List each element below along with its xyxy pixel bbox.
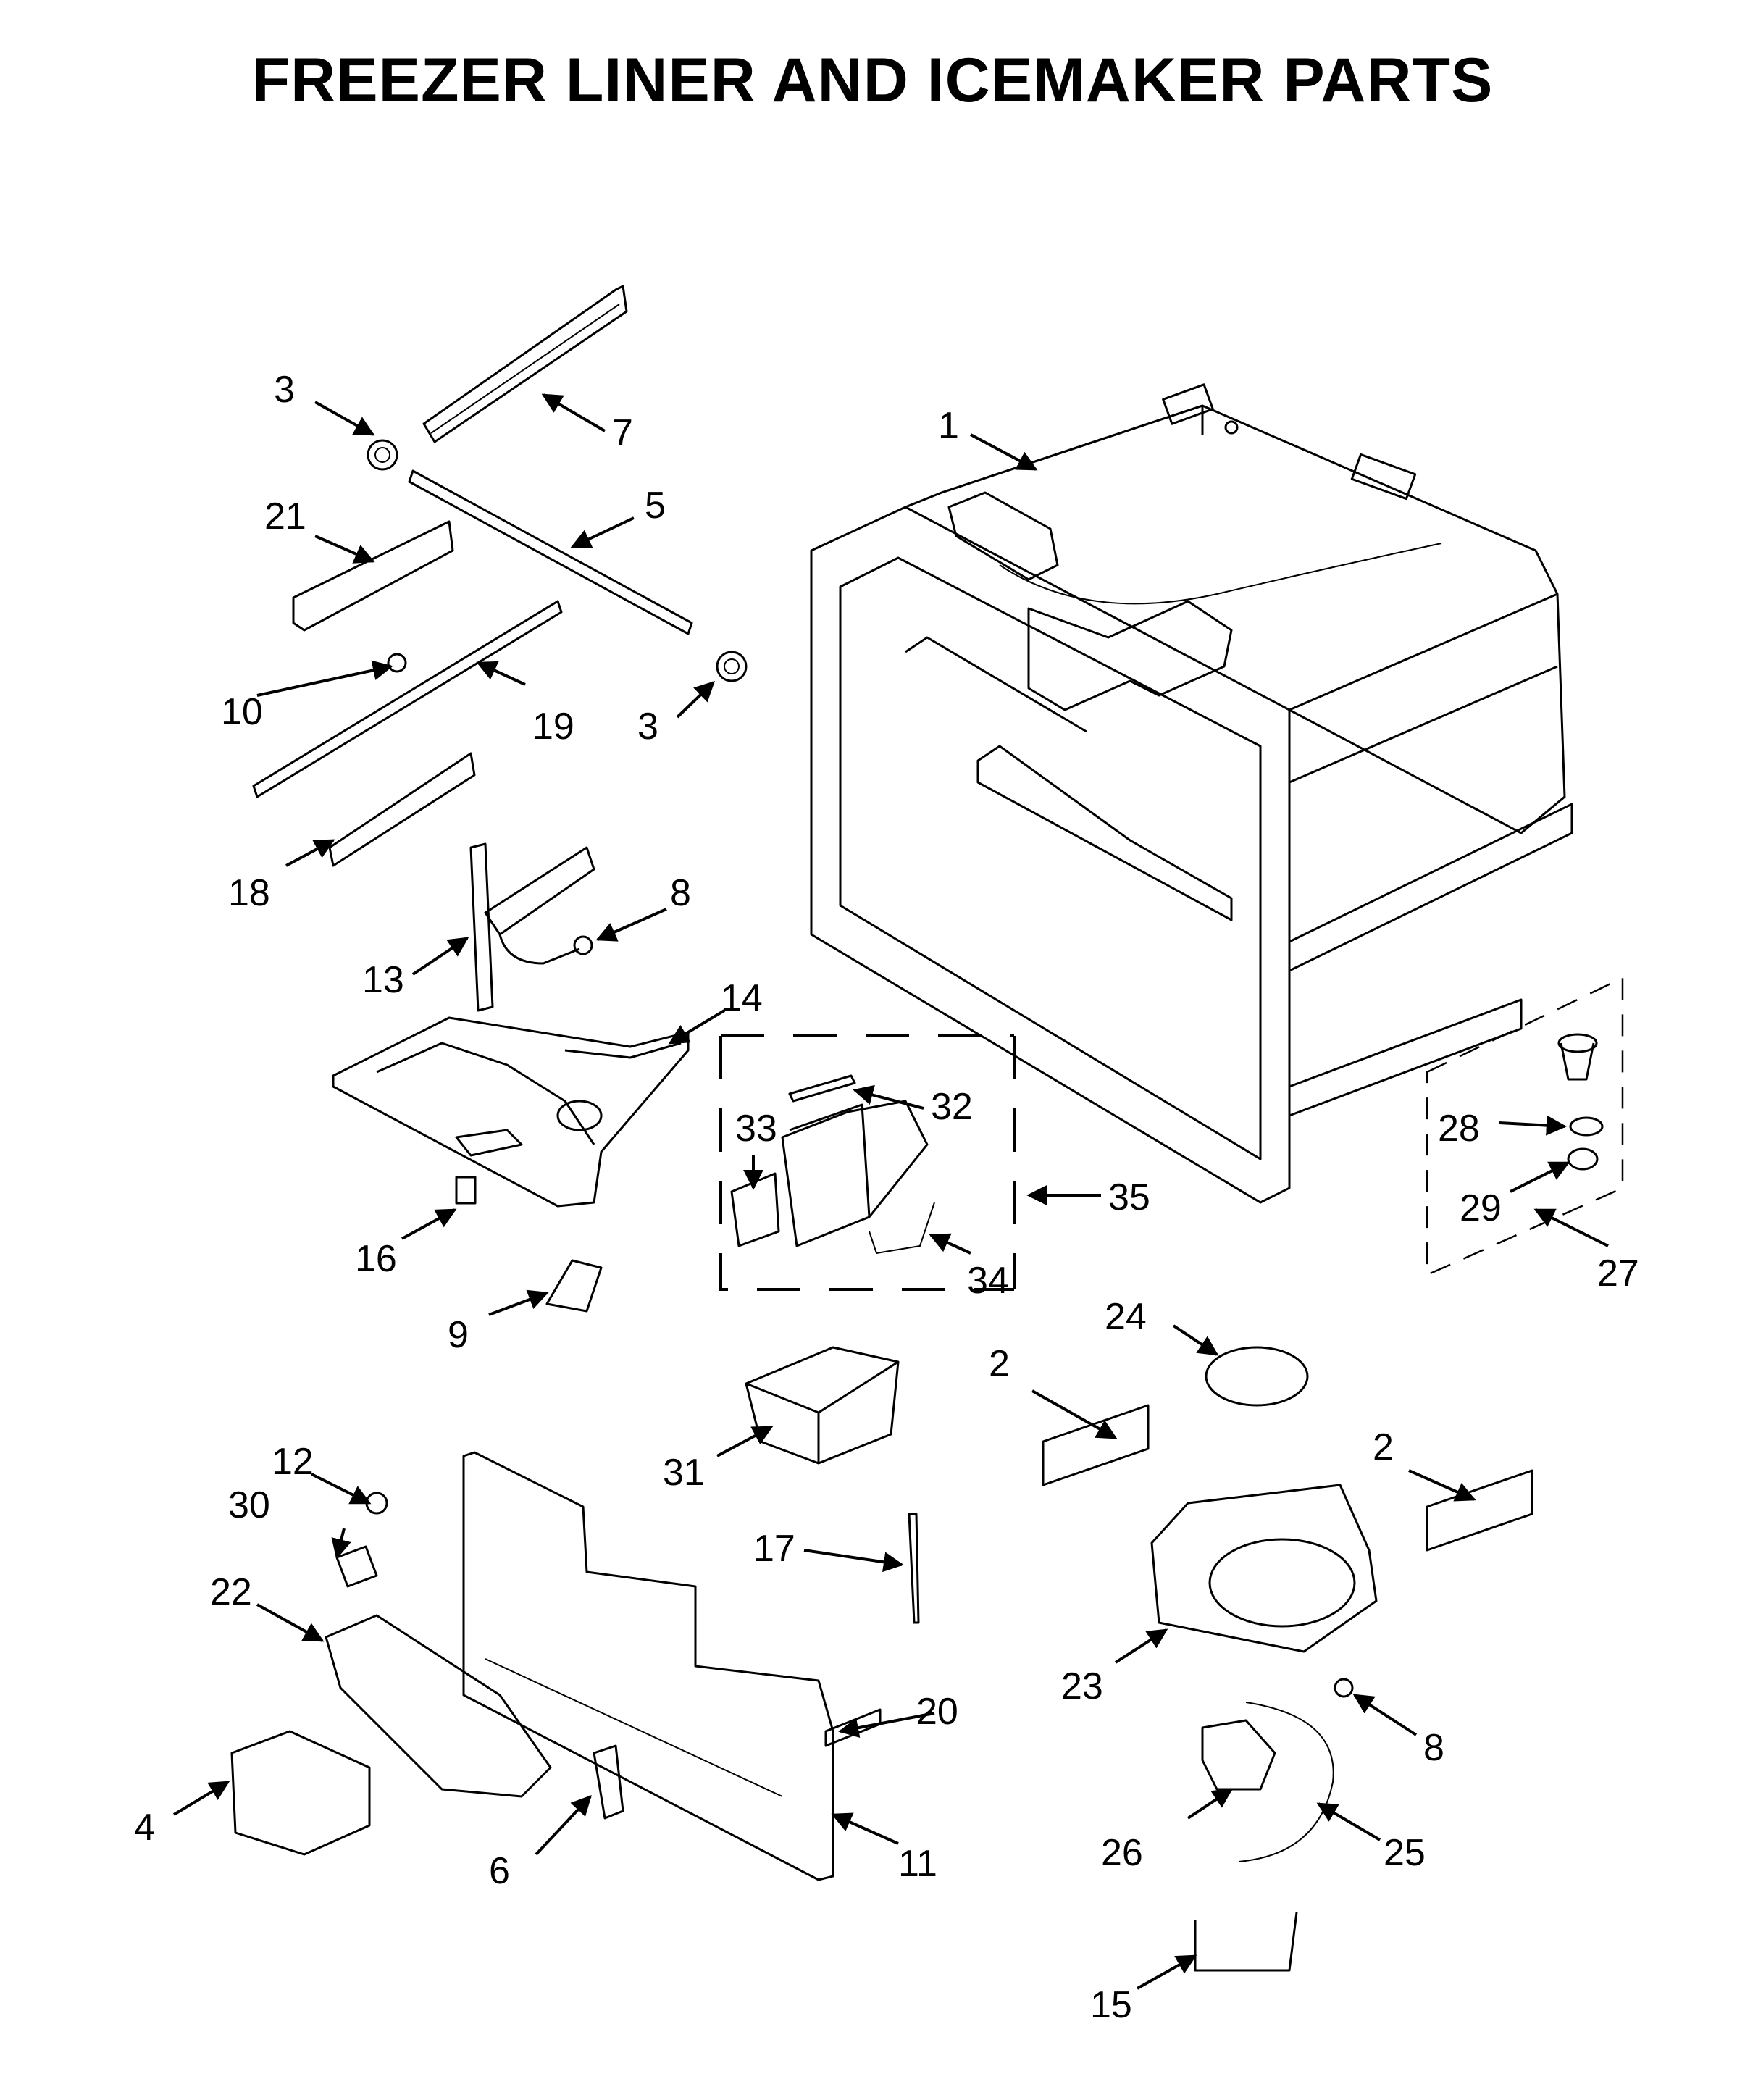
label-part-22: 22 (210, 1571, 252, 1613)
label-part-33: 33 (735, 1108, 777, 1150)
fan-parts (1042, 1346, 1533, 1972)
label-part-21: 21 (264, 495, 306, 537)
label-part-6: 6 (489, 1850, 510, 1892)
lower-parts (230, 1451, 920, 1881)
label-part-2b: 2 (1373, 1426, 1394, 1468)
label-part-8a: 8 (670, 872, 691, 914)
label-part-11: 11 (898, 1843, 937, 1885)
label-part-32: 32 (931, 1086, 973, 1128)
label-part-29: 29 (1460, 1187, 1502, 1229)
callout-labels: 1 2 2 3 3 4 5 6 7 8 8 9 10 11 12 13 14 1… (134, 369, 1639, 2026)
label-part-14: 14 (721, 977, 763, 1019)
leader-arrows (172, 393, 1609, 1990)
freezer-liner (810, 383, 1573, 1204)
label-part-20: 20 (916, 1691, 958, 1733)
bracket (469, 842, 595, 1012)
label-part-13: 13 (362, 959, 404, 1001)
label-part-27: 27 (1597, 1252, 1639, 1294)
label-part-3b: 3 (637, 706, 658, 748)
label-part-1: 1 (938, 405, 959, 447)
label-part-17: 17 (753, 1528, 795, 1570)
label-part-3a: 3 (274, 369, 295, 411)
rack-parts (252, 285, 748, 867)
label-part-9: 9 (448, 1314, 469, 1356)
icemaker-assembly (719, 1034, 1016, 1291)
label-part-8b: 8 (1423, 1727, 1444, 1769)
label-part-28: 28 (1438, 1108, 1480, 1150)
label-part-16: 16 (355, 1238, 397, 1280)
label-part-25: 25 (1384, 1832, 1426, 1874)
label-part-12: 12 (272, 1441, 314, 1483)
label-part-26: 26 (1101, 1832, 1143, 1874)
label-part-34: 34 (967, 1260, 1009, 1302)
label-part-35: 35 (1108, 1176, 1150, 1218)
label-part-23: 23 (1061, 1665, 1103, 1707)
ice-bin (332, 1016, 690, 1208)
fill-tube-group (1426, 976, 1624, 1276)
label-part-7: 7 (612, 412, 633, 454)
diagram-title: FREEZER LINER AND ICEMAKER PARTS (251, 46, 1494, 115)
label-part-15: 15 (1090, 1984, 1132, 2026)
label-part-31: 31 (663, 1452, 705, 1494)
label-part-18: 18 (228, 872, 270, 914)
small-parts (455, 1176, 900, 1465)
label-part-5: 5 (645, 485, 666, 527)
label-part-19: 19 (532, 706, 574, 748)
label-part-4: 4 (134, 1807, 155, 1849)
label-part-24: 24 (1105, 1296, 1147, 1338)
label-part-10: 10 (221, 691, 263, 733)
label-part-30: 30 (228, 1484, 270, 1526)
label-part-2a: 2 (989, 1343, 1010, 1385)
